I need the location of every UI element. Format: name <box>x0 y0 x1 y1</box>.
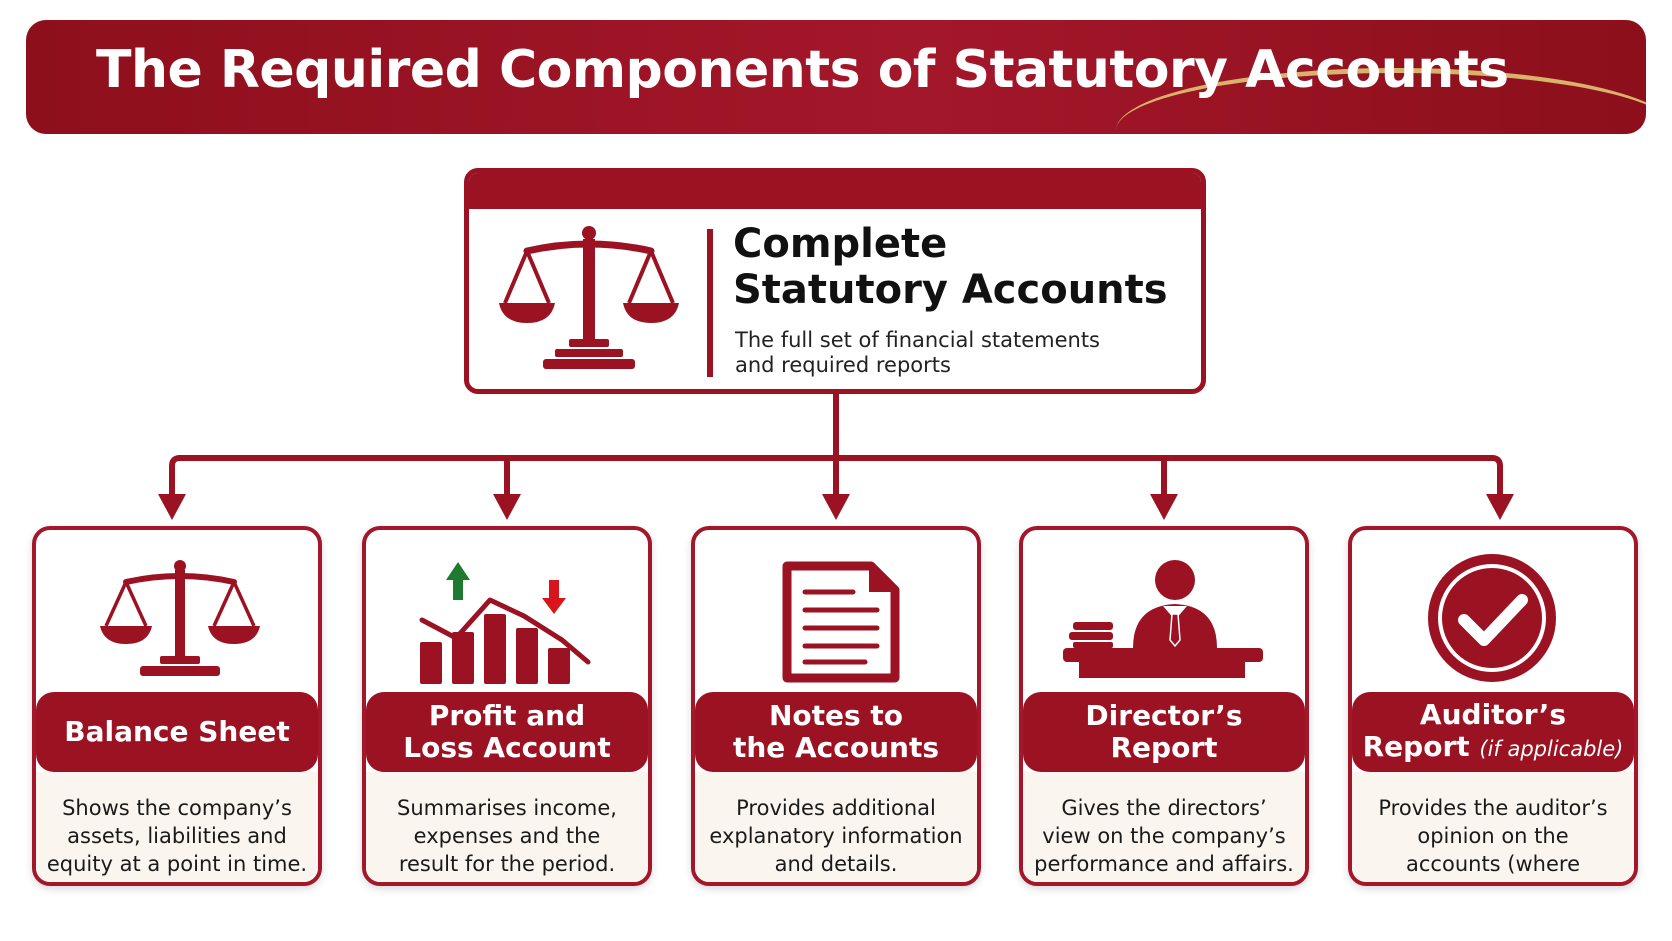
main-box-divider <box>707 229 713 377</box>
up-arrow-icon <box>446 562 470 600</box>
card-description: Summarises income, expenses and the resu… <box>397 796 617 876</box>
card-title-text: Director’s Report <box>1085 699 1243 764</box>
main-title: Complete Statutory Accounts <box>733 221 1168 313</box>
director-at-desk-icon <box>1063 560 1263 678</box>
card-header: Profit and Loss Account <box>366 692 648 772</box>
checkmark-circle-icon <box>1428 554 1556 682</box>
connector-crossbar <box>169 455 1503 497</box>
card-title-text: Notes to the Accounts <box>732 699 940 764</box>
card-body: Gives the directors’ view on the company… <box>1023 772 1305 882</box>
document-icon <box>782 561 900 683</box>
card-title: Balance Sheet <box>64 716 289 748</box>
card-header: Balance Sheet <box>36 692 318 772</box>
card-title-text: Profit and Loss Account <box>403 699 611 764</box>
card-body: Provides the auditor’s opinion on the ac… <box>1352 772 1634 882</box>
card-directors-report: Director’s Report Gives the directors’ v… <box>1019 526 1309 886</box>
card-header: Auditor’s Report (if applicable) <box>1352 692 1634 772</box>
arrowhead-1 <box>158 494 186 520</box>
card-body: Summarises income, expenses and the resu… <box>366 772 648 882</box>
card-description: Shows the company’s assets, liabilities … <box>46 796 308 876</box>
card-body: Provides additional explanatory informat… <box>695 772 977 882</box>
arrowhead-5 <box>1486 494 1514 520</box>
card-notes-to-accounts: Notes to the Accounts Provides additiona… <box>691 526 981 886</box>
card-header: Notes to the Accounts <box>695 692 977 772</box>
card-profit-and-loss: Profit and Loss Account Summarises incom… <box>362 526 652 886</box>
card-title-text: Balance Sheet <box>64 715 290 748</box>
main-box-header-bar <box>469 173 1201 209</box>
main-subtitle-text: The full set of financial statements and… <box>735 328 1100 377</box>
main-title-text: Complete Statutory Accounts <box>733 221 1168 313</box>
card-title: Notes to the Accounts <box>733 700 939 764</box>
card-description: Provides additional explanatory informat… <box>709 796 963 876</box>
arrowhead-2 <box>493 494 521 520</box>
main-component-box: Complete Statutory Accounts The full set… <box>464 168 1206 394</box>
card-body: Shows the company’s assets, liabilities … <box>36 772 318 882</box>
gold-accent-stripe <box>1116 68 1646 134</box>
title-banner: The Required Components of Statutory Acc… <box>26 20 1646 134</box>
down-arrow-icon <box>542 580 566 614</box>
main-subtitle: The full set of financial statements and… <box>735 328 1100 378</box>
card-title: Auditor’s Report (if applicable) <box>1363 699 1624 765</box>
bar-chart-trend-icon <box>419 562 591 684</box>
arrowhead-4 <box>1150 494 1178 520</box>
card-title-text: Auditor’s Report <box>1362 698 1567 763</box>
scales-icon <box>100 560 260 676</box>
card-balance-sheet: Balance Sheet Shows the company’s assets… <box>32 526 322 886</box>
card-title: Director’s Report <box>1085 700 1242 764</box>
card-description: Gives the directors’ view on the company… <box>1034 796 1294 876</box>
card-header: Director’s Report <box>1023 692 1305 772</box>
arrowhead-3 <box>822 494 850 520</box>
card-description: Provides the auditor’s opinion on the ac… <box>1378 796 1608 882</box>
scales-of-justice-icon <box>499 226 679 369</box>
card-title-note: (if applicable) <box>1479 737 1624 761</box>
card-title: Profit and Loss Account <box>403 700 611 764</box>
card-auditors-report: Auditor’s Report (if applicable) Provide… <box>1348 526 1638 886</box>
page-title: The Required Components of Statutory Acc… <box>96 40 1509 100</box>
